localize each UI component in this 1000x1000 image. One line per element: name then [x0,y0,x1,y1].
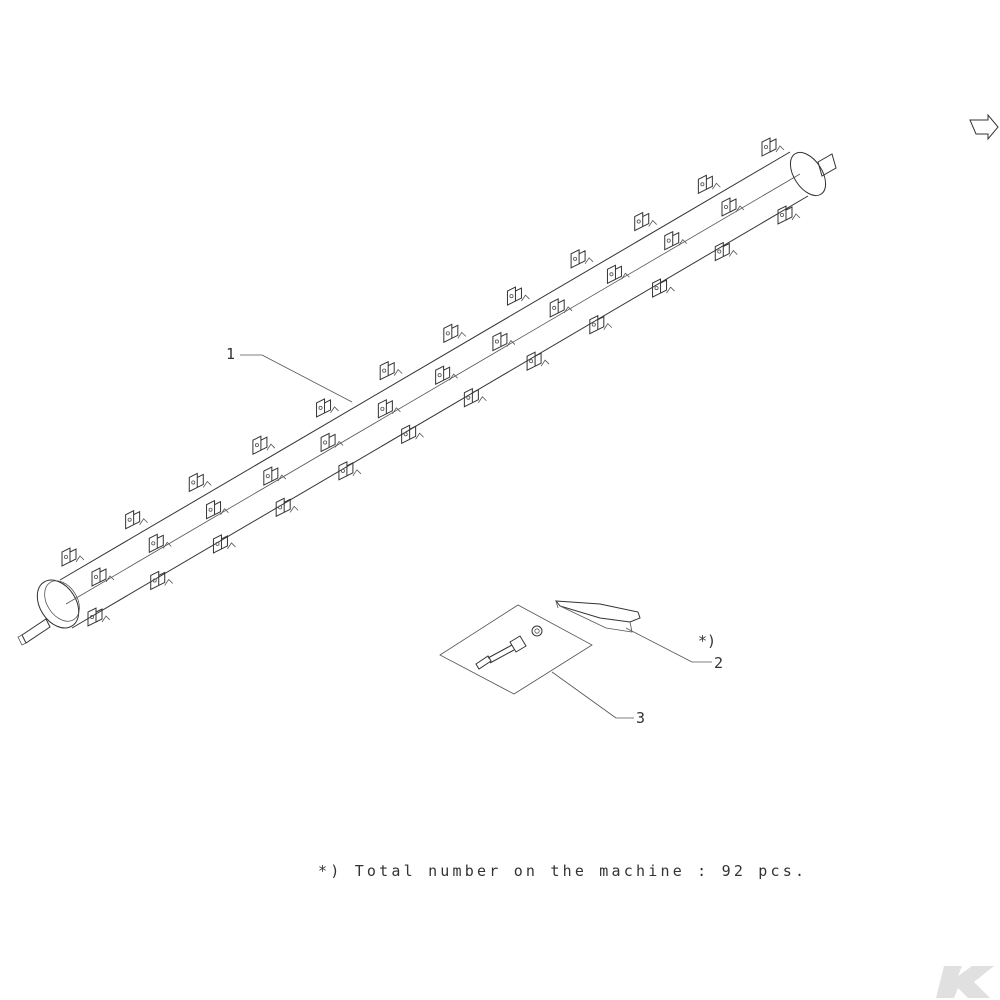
knife-holder-top [761,137,785,157]
fastener-kit: 3 [439,604,645,727]
knife-holder-top [697,174,721,195]
knife-holder-middle [664,230,688,251]
knife-holder-middle [320,432,344,453]
knife-holder-bottom [150,570,174,591]
knife-holder-middle [492,331,516,352]
callout-2-marker: *) [698,632,716,650]
knife-holder-bottom [463,387,487,408]
k-logo-icon [936,966,994,998]
knife-holder-top [379,360,403,381]
knife-part: *) 2 [554,600,723,672]
knife-holder-bottom [87,607,111,627]
knife-holder-top [125,509,148,530]
callout-2-label: 2 [714,654,723,672]
knife-holder-middle [377,399,401,419]
knife-holder-middle [91,567,115,587]
knife-holder-bottom [212,534,236,554]
knife-holder-middle [606,264,630,285]
knife-holder-bottom [652,278,675,298]
knife-holder-middle [549,298,573,318]
knife-holder-top [188,472,212,493]
rotor-drum [17,137,837,646]
callout-3-label: 3 [636,709,645,727]
knife-holder-top [443,323,467,344]
callout-1-label: 1 [226,345,235,363]
knife-holder-row-middle [91,197,745,587]
knife-holder-bottom [777,205,801,225]
callout-1: 1 [226,345,353,403]
knife-holder-middle [206,499,229,520]
knife-holder-row-top [61,137,785,567]
knife-holder-middle [263,466,287,486]
knife-holder-top [506,286,530,306]
knife-holder-top [634,211,658,232]
footnote-total: *) Total number on the machine : 92 pcs. [318,862,808,880]
knife-holder-middle [148,533,172,554]
knife-holder-bottom [401,424,424,445]
knife-holder-row-bottom [87,205,801,627]
arrow-outline-icon[interactable] [969,113,999,141]
knife-holder-bottom [338,461,362,481]
knife-holder-top [61,547,85,567]
knife-holder-middle [435,365,458,385]
knife-holder-bottom [526,351,550,371]
knife-holder-bottom [589,314,613,335]
knife-holder-bottom [714,241,738,262]
knife-holder-bottom [275,497,299,518]
knife-holder-top [570,249,594,269]
knife-holder-middle [721,197,745,217]
knife-holder-top [316,398,339,418]
knife-holder-top [252,435,276,455]
